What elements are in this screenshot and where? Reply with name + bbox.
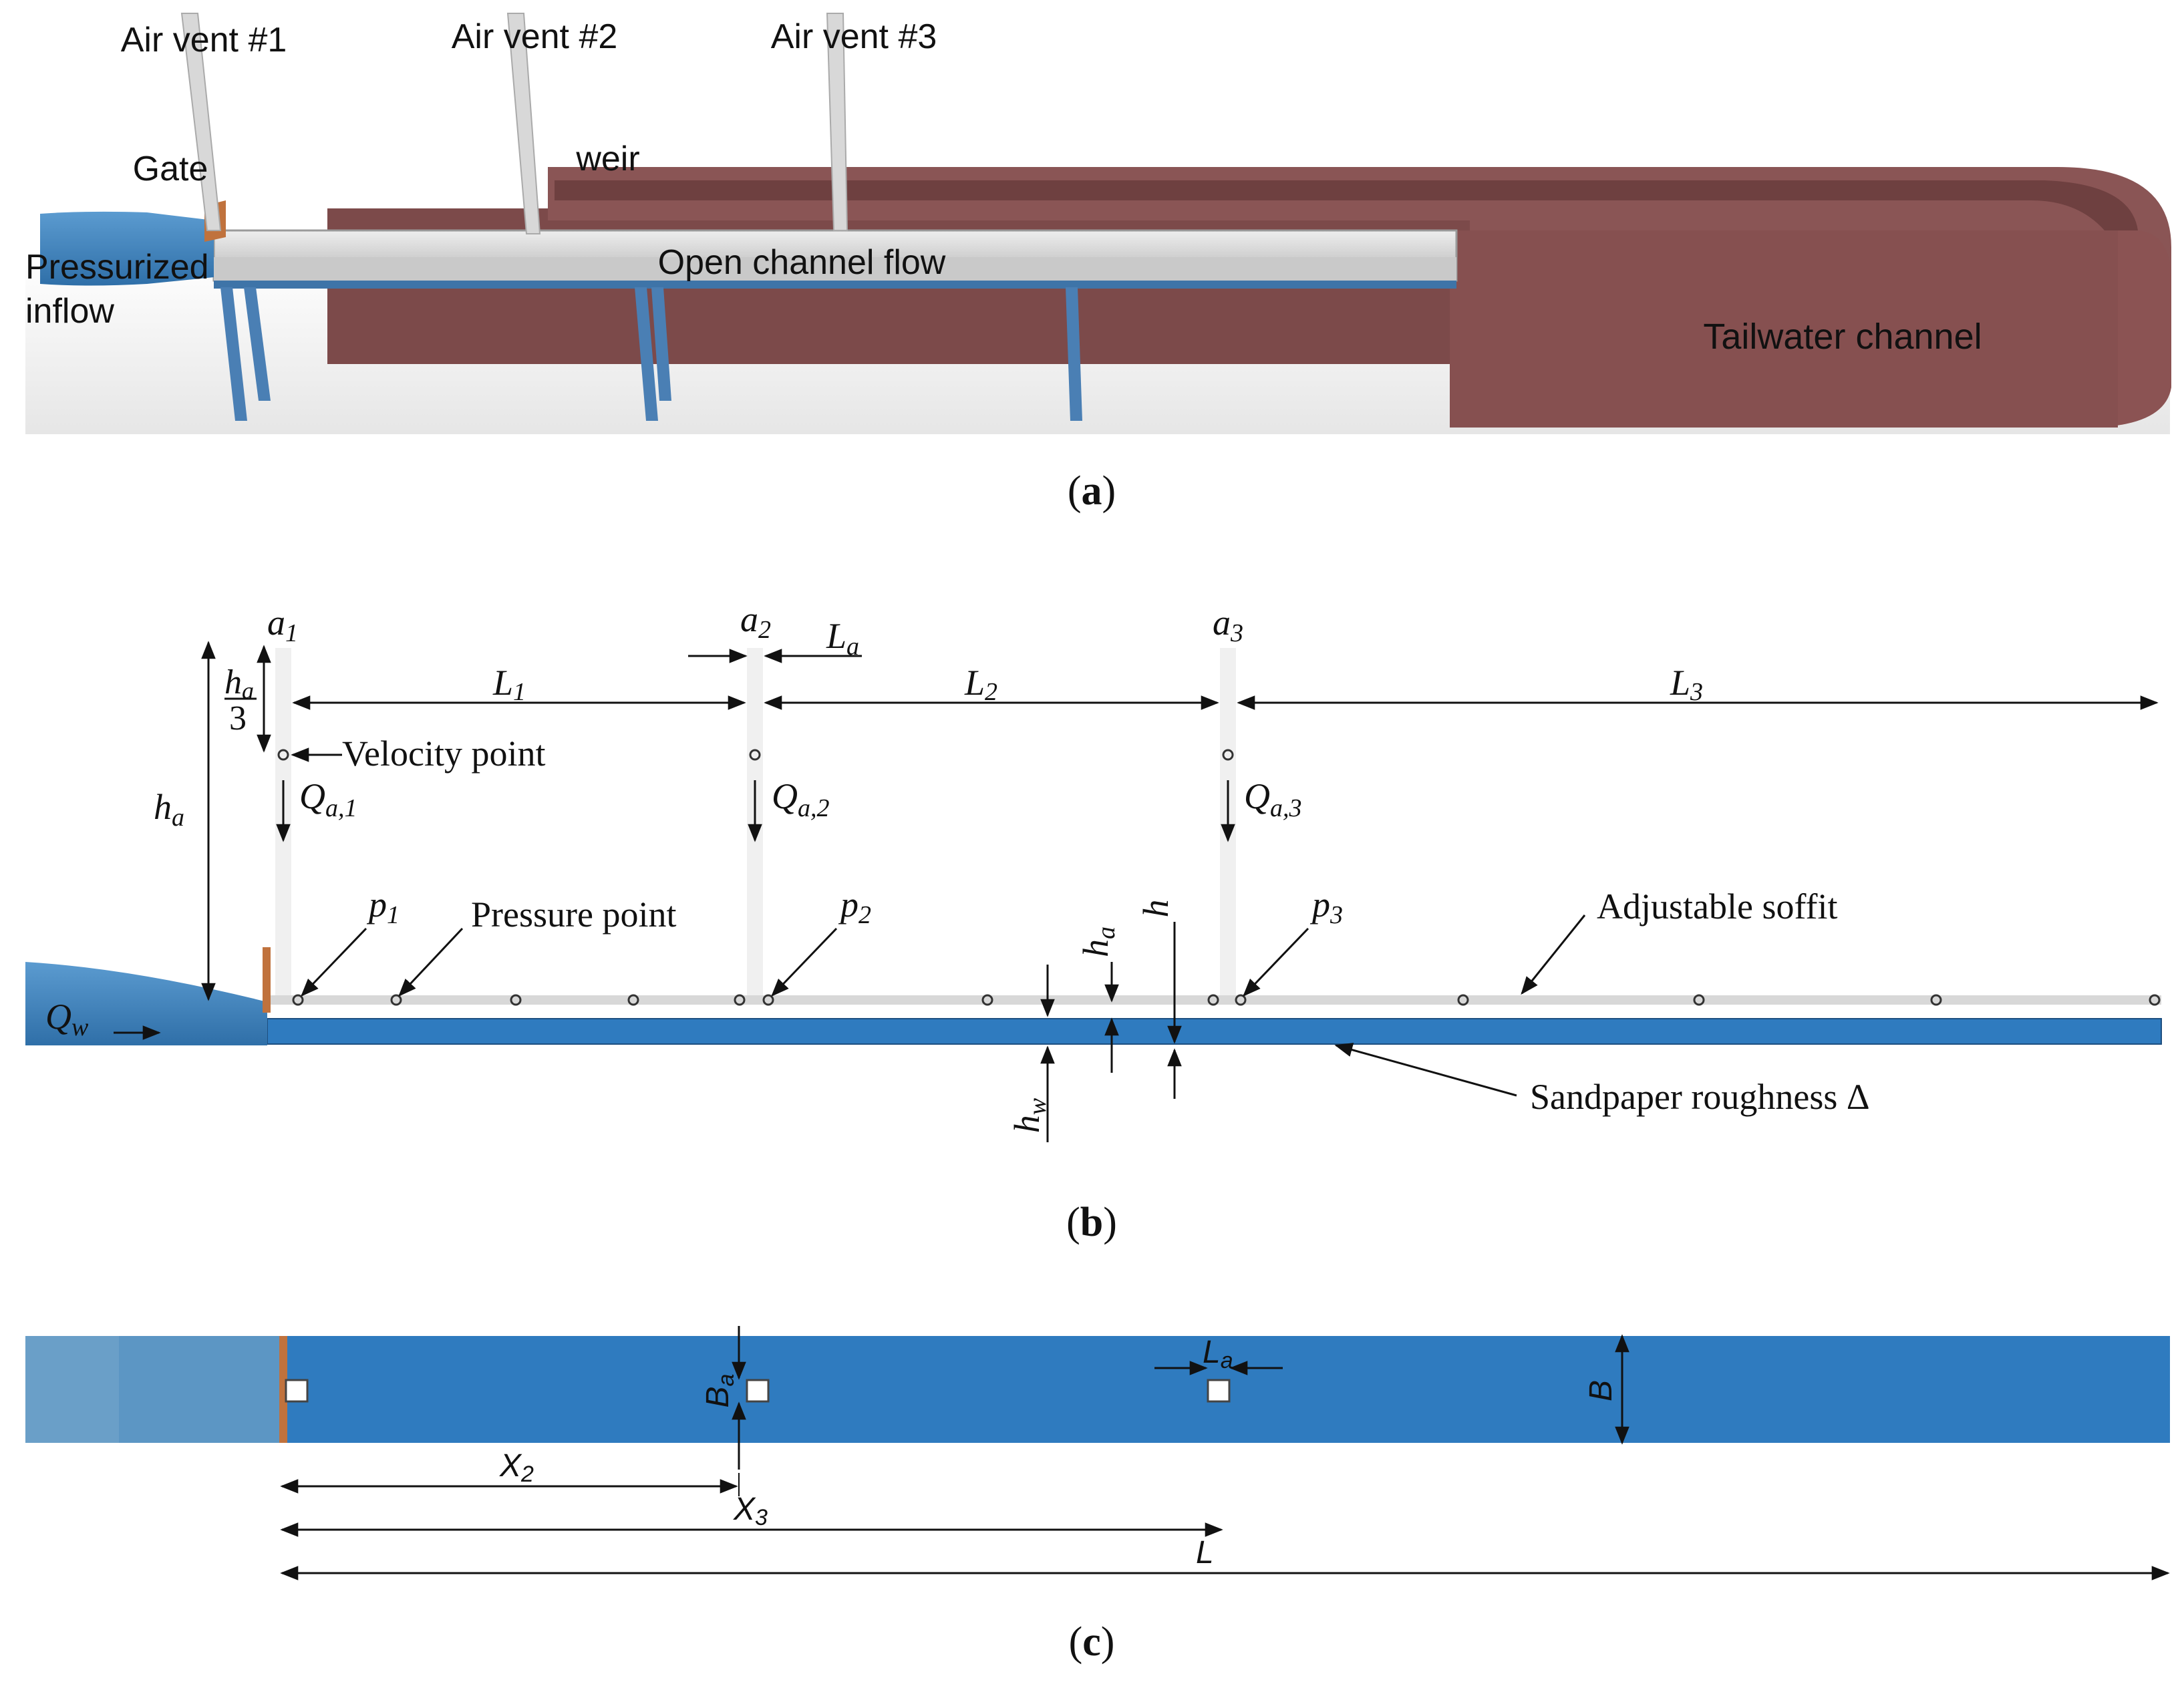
inflow-jet (25, 962, 267, 1045)
caption-c: (c) (1069, 1619, 1115, 1665)
label-l1: L1 (492, 663, 526, 706)
label-p1: p1 (366, 884, 400, 929)
label-qa1: Qa,1 (299, 776, 357, 822)
gate-b (263, 947, 271, 1013)
label-air-vent-2: Air vent #2 (452, 17, 618, 56)
p2-leader (771, 927, 838, 997)
label-a3: a3 (1213, 603, 1243, 647)
pressure-points (292, 994, 2161, 1006)
sandpaper-leader (1334, 1043, 1517, 1097)
label-ba: Ba (700, 1374, 739, 1408)
label-qw: Qw (45, 997, 89, 1041)
pressure-point-leader (398, 927, 464, 997)
label-p2: p2 (838, 884, 871, 929)
label-x3: X3 (733, 1492, 768, 1530)
label-air-vent-1: Air vent #1 (121, 21, 287, 59)
soffit-leader (1521, 914, 1586, 995)
label-qa3: Qa,3 (1244, 776, 1302, 822)
label-l: L (1196, 1535, 1214, 1570)
inflow-section-light (25, 1336, 119, 1443)
label-l3: L3 (1670, 663, 1703, 706)
caption-b: (b) (1066, 1200, 1117, 1245)
label-pressure-point: Pressure point (471, 894, 676, 935)
label-ha-frac-num: ha (224, 663, 254, 704)
label-l2: L2 (964, 663, 997, 706)
label-qa2: Qa,2 (772, 776, 830, 822)
trough-side (214, 257, 1456, 281)
air-vent-tubes (180, 13, 848, 234)
panel-b: a1 a2 a3 La L1 L2 L3 ha 3 Velocity point… (25, 599, 2162, 1245)
label-b: B (1583, 1380, 1619, 1401)
label-x2: X2 (499, 1448, 534, 1487)
label-p3: p3 (1309, 884, 1343, 929)
label-pressurized: Pressurized (25, 248, 209, 287)
p1-leader (301, 927, 367, 997)
tailwater-front (1450, 230, 2118, 428)
supports (220, 287, 1082, 421)
label-weir: weir (575, 140, 639, 178)
label-hw: hw (1007, 1098, 1052, 1133)
label-ha-left: ha (154, 787, 184, 832)
label-a1: a1 (267, 603, 298, 647)
label-ha-frac-den: 3 (229, 699, 247, 737)
label-la-c: La (1203, 1335, 1233, 1373)
label-ha-vert: ha (1076, 926, 1120, 957)
caption-a: (a) (1068, 468, 1116, 514)
label-a2: a2 (740, 599, 771, 644)
p3-leader (1243, 927, 1309, 997)
label-velocity-point: Velocity point (342, 733, 545, 774)
inflow-section (119, 1336, 279, 1443)
gate-c (279, 1336, 287, 1443)
tailwater-inner (555, 180, 2138, 230)
label-inflow: inflow (25, 292, 114, 331)
vent-openings (285, 1379, 1231, 1403)
panel-a: Air vent #1 Air vent #2 Air vent #3 Gate… (25, 13, 2171, 514)
pressurized-inflow-pipe (40, 211, 214, 286)
label-tailwater-channel: Tailwater channel (1703, 317, 1982, 357)
label-la-b: La (826, 616, 859, 661)
water-flow (267, 1018, 2162, 1045)
adjustable-soffit (267, 995, 2161, 1005)
label-sandpaper: Sandpaper roughness Δ (1530, 1077, 1870, 1117)
trough-base (214, 281, 1456, 289)
label-adjustable-soffit: Adjustable soffit (1597, 886, 1837, 926)
label-air-vent-3: Air vent #3 (771, 17, 937, 56)
label-h-vert: h (1136, 900, 1176, 918)
velocity-points (277, 749, 1234, 761)
panel-c: Ba La B X2 X3 L (c) (25, 1326, 2170, 1665)
label-gate: Gate (133, 150, 208, 188)
label-open-channel-flow: Open channel flow (658, 243, 946, 282)
